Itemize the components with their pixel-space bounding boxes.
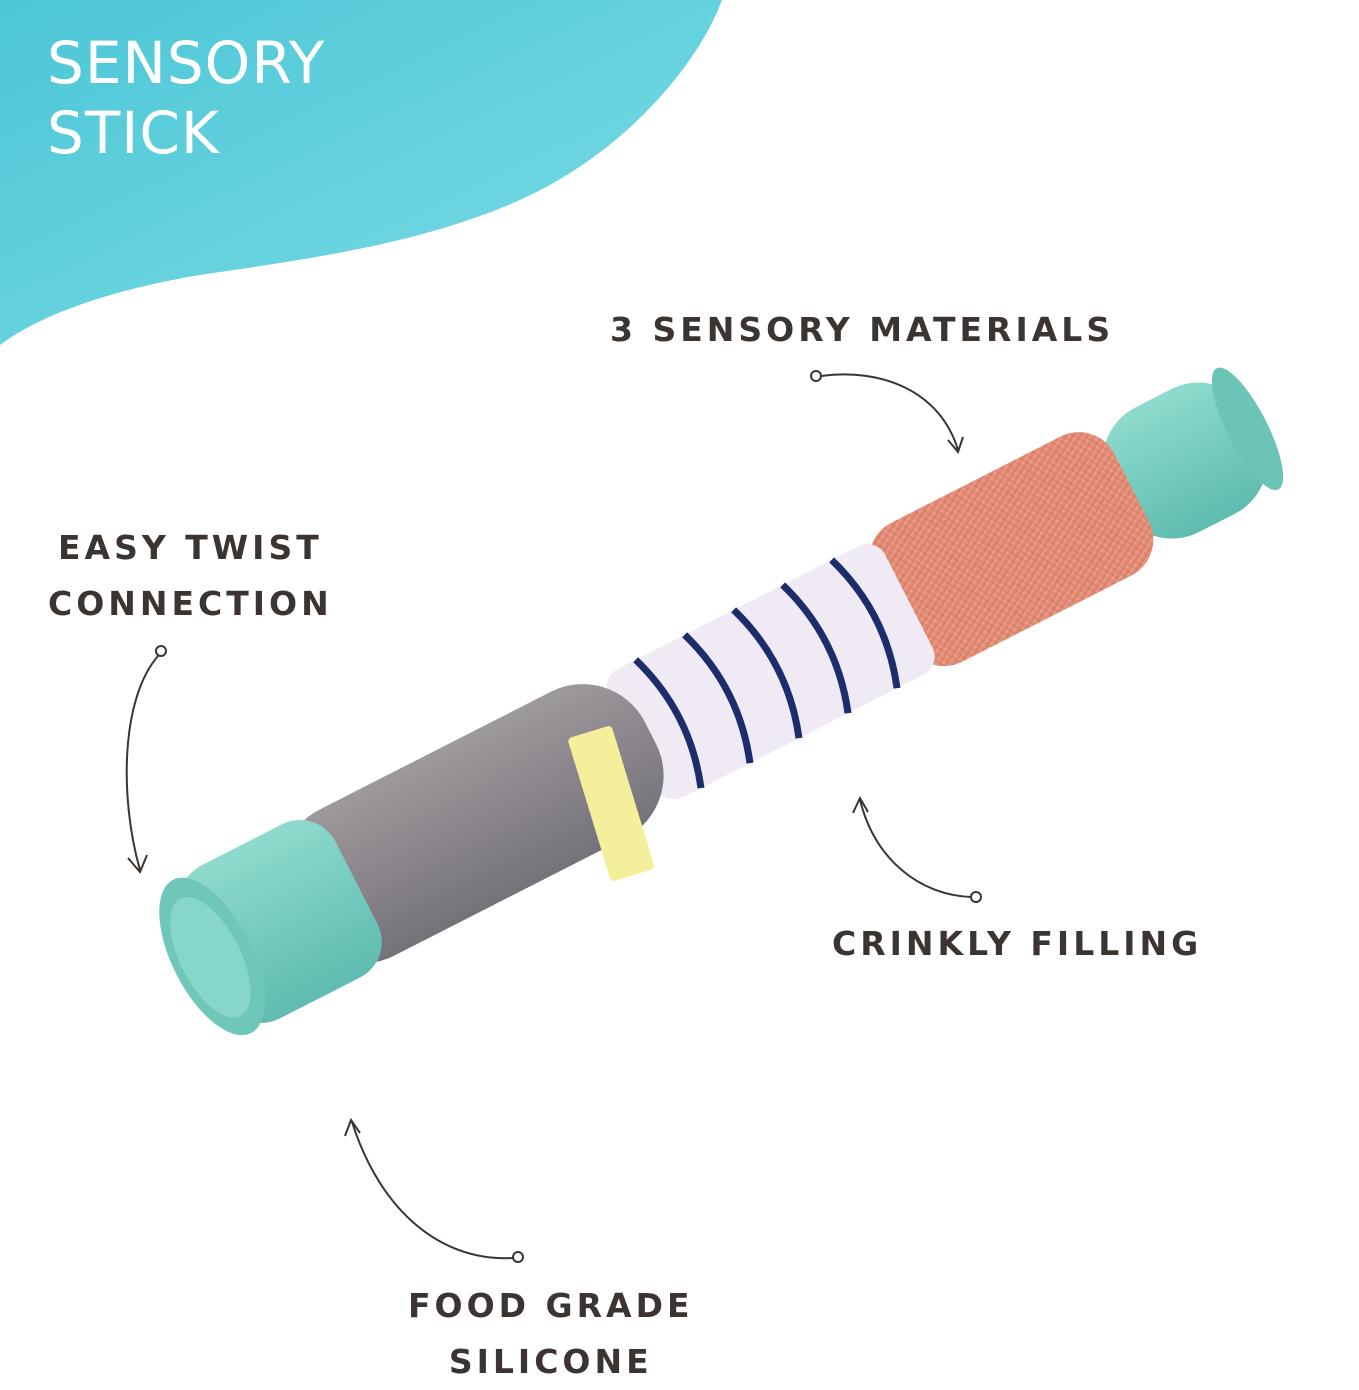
- corduroy-section: [869, 432, 1154, 667]
- callout-silicone: FOOD GRADE SILICONE: [408, 1278, 694, 1390]
- callout-silicone-line-1: FOOD GRADE: [408, 1286, 694, 1325]
- arrow-twist: [125, 645, 167, 874]
- callout-crinkly-label: CRINKLY FILLING: [832, 924, 1203, 963]
- page-title: SENSORY STICK: [47, 28, 325, 168]
- striped-section: [606, 544, 935, 800]
- callout-materials-label: 3 SENSORY MATERIALS: [610, 310, 1115, 349]
- callout-twist-line-1: EASY TWIST: [58, 528, 323, 567]
- plush-section: [281, 684, 664, 964]
- sensory-stick: [159, 367, 1284, 1036]
- arrow-crinkly: [852, 795, 982, 903]
- silicone-end-cap-right: [1102, 367, 1284, 539]
- callout-twist-line-2: CONNECTION: [48, 584, 333, 623]
- title-line-2: STICK: [47, 99, 220, 167]
- header-banner: [0, 0, 722, 345]
- arrow-materials: [810, 370, 964, 455]
- callout-silicone-line-2: SILICONE: [448, 1342, 653, 1381]
- brand-tag: [568, 726, 655, 881]
- callout-twist: EASY TWIST CONNECTION: [48, 520, 333, 632]
- callout-crinkly: CRINKLY FILLING: [832, 916, 1202, 972]
- callout-materials: 3 SENSORY MATERIALS: [610, 302, 1114, 358]
- title-line-1: SENSORY: [47, 29, 326, 97]
- silicone-end-cap-left: [159, 819, 382, 1036]
- arrow-silicone: [344, 1117, 524, 1263]
